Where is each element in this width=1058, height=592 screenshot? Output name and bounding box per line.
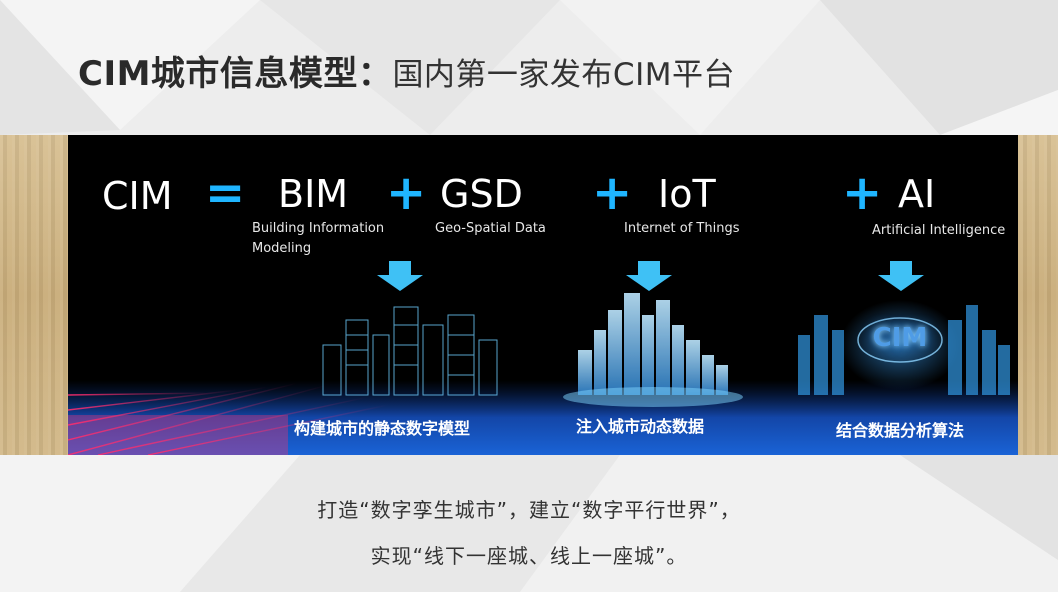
ai-subtitle: Artificial Intelligence <box>872 223 1006 238</box>
cim-logo: CIM <box>872 323 928 353</box>
iot-subtitle: Internet of Things <box>624 221 740 236</box>
equals-sign: = <box>205 165 246 221</box>
ai-term: AI <box>898 172 936 216</box>
cim-formula-banner: CIM = BIM Building Information Modeling … <box>68 135 1018 455</box>
title-light-part: 国内第一家发布CIM平台 <box>392 57 735 93</box>
gsd-term: GSD <box>440 172 523 216</box>
bim-subtitle-line2: Modeling <box>252 241 312 256</box>
footer-line-2: 实现“线下一座城、线上一座城”。 <box>370 544 688 568</box>
cim-term: CIM <box>102 174 173 218</box>
iot-term: IoT <box>658 172 716 216</box>
title-bold-part: CIM城市信息模型： <box>78 54 393 94</box>
plus-sign-1: + <box>386 165 427 221</box>
banner-art <box>68 261 1018 455</box>
page-title: CIM城市信息模型： 国内第一家发布CIM平台 <box>78 46 735 96</box>
caption-dynamic-data: 注入城市动态数据 <box>576 417 705 436</box>
plus-sign-2: + <box>592 165 633 221</box>
plus-sign-3: + <box>842 165 883 221</box>
bim-term: BIM <box>278 172 349 216</box>
caption-analysis-algorithm: 结合数据分析算法 <box>836 421 965 440</box>
footer-line-1: 打造“数字孪生城市”，建立“数字平行世界”， <box>317 498 741 522</box>
caption-static-model: 构建城市的静态数字模型 <box>294 419 471 438</box>
bim-subtitle-line1: Building Information <box>252 221 385 236</box>
gsd-subtitle: Geo-Spatial Data <box>435 221 546 236</box>
